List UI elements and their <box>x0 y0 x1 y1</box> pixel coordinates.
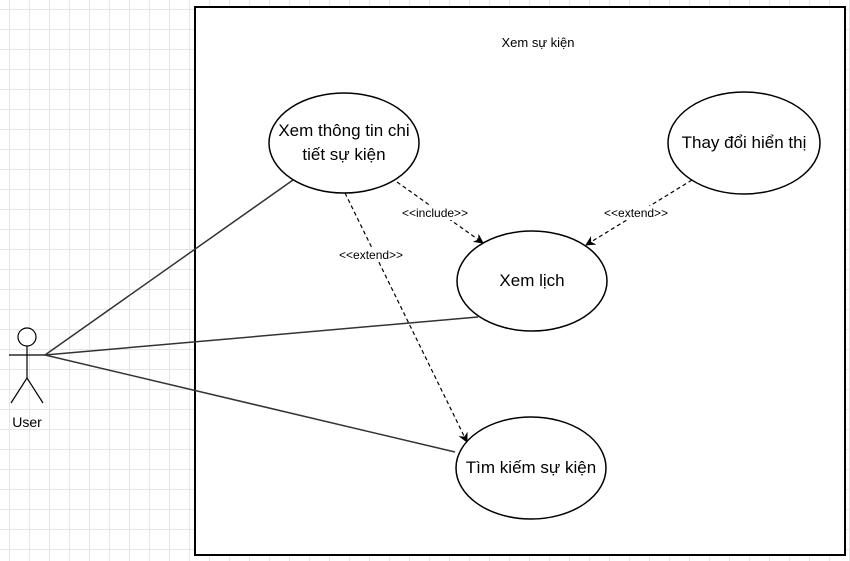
extend-label-search: <<extend>> <box>338 248 405 262</box>
extend-arrow-search[interactable] <box>344 192 468 443</box>
use-case-search-event-label: Tìm kiếm sự kiện <box>465 458 597 477</box>
system-title: Xem sự kiện <box>501 35 575 50</box>
actor-user-figure[interactable] <box>9 327 45 404</box>
use-case-view-detail-line1: Xem thông tin chi <box>278 121 410 140</box>
use-case-view-detail-label: Xem thông tin chi tiết sự kiện <box>269 93 419 193</box>
use-case-change-display[interactable] <box>667 91 821 195</box>
use-case-view-calendar-label: Xem lịch <box>499 271 565 290</box>
association-user-view-calendar[interactable] <box>44 316 479 356</box>
use-case-view-detail-line2: tiết sự kiện <box>302 145 386 164</box>
association-user-search-event[interactable] <box>44 354 456 453</box>
association-user-view-detail[interactable] <box>44 179 294 356</box>
use-case-view-calendar[interactable] <box>456 230 608 332</box>
actor-name: User <box>12 414 42 430</box>
use-case-change-display-label: Thay đổi hiển thị <box>681 133 807 152</box>
use-case-search-event[interactable] <box>455 416 607 520</box>
extend-label-change-display: <<extend>> <box>603 206 670 220</box>
include-label: <<include>> <box>401 206 470 220</box>
use-case-view-detail[interactable] <box>268 92 420 194</box>
